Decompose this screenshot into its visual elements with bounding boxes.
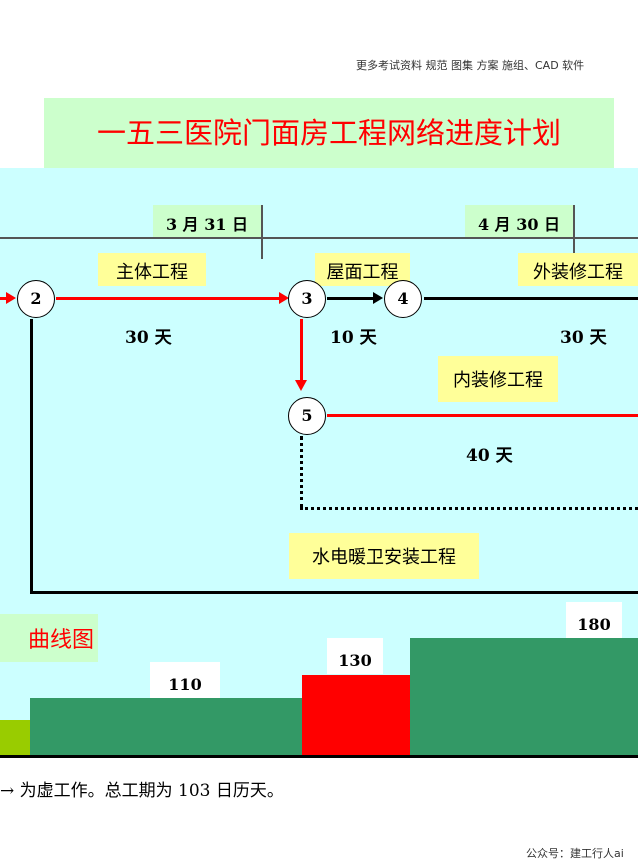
legend-note: → 为虚工作。总工期为 103 日历天。 bbox=[0, 781, 284, 801]
chart-bar-2 bbox=[30, 698, 302, 756]
date-marker-2: 4 月 30 日 bbox=[465, 205, 573, 237]
arrowhead-3-5 bbox=[295, 380, 307, 391]
page-title: 一五三医院门面房工程网络进度计划 bbox=[96, 116, 561, 150]
chart-bar-label-3: 130 bbox=[327, 638, 383, 674]
node-2: 2 bbox=[17, 280, 55, 318]
arrowhead-3-4 bbox=[373, 292, 383, 304]
arrow-line-4-out bbox=[424, 297, 638, 300]
node-5: 5 bbox=[288, 397, 326, 435]
activity-label-main-structure: 主体工程 bbox=[98, 253, 206, 286]
dummy-line-5-down bbox=[300, 436, 303, 508]
chart-bar-1 bbox=[0, 720, 30, 756]
duration-roof: 10 天 bbox=[330, 328, 377, 348]
arrow-line-3-5 bbox=[300, 319, 303, 381]
arrow-line-3-4 bbox=[327, 297, 373, 300]
arrow-line-into-2 bbox=[0, 297, 6, 300]
chart-bar-label-2: 110 bbox=[150, 662, 220, 698]
node-4: 4 bbox=[384, 280, 422, 318]
chart-title: 曲线图 bbox=[0, 614, 98, 662]
arrowhead-into-2 bbox=[6, 292, 16, 304]
node-3: 3 bbox=[288, 280, 326, 318]
timeline-axis bbox=[0, 237, 638, 239]
arrowhead-2-3 bbox=[279, 292, 289, 304]
date-tick-2 bbox=[573, 205, 575, 259]
date-marker-1: 3 月 31 日 bbox=[153, 205, 261, 237]
top-note: 更多考试资料 规范 图集 方案 施组、CAD 软件 bbox=[356, 59, 585, 72]
dummy-line-5-right bbox=[300, 507, 638, 510]
arrow-line-mep bbox=[30, 591, 638, 594]
activity-label-mep: 水电暖卫安装工程 bbox=[289, 533, 479, 579]
duration-main-structure: 30 天 bbox=[125, 328, 172, 348]
chart-bar-label-4: 180 bbox=[566, 602, 622, 638]
arrow-line-2-down bbox=[30, 319, 33, 594]
duration-exterior-finish: 30 天 bbox=[560, 328, 607, 348]
arrow-line-2-3 bbox=[56, 297, 280, 300]
footer-note: 公众号：建工行人ai bbox=[526, 847, 624, 860]
activity-label-exterior-finish: 外装修工程 bbox=[518, 253, 638, 286]
chart-bar-3 bbox=[302, 675, 410, 756]
arrow-line-5-out bbox=[327, 414, 638, 417]
activity-label-interior-finish: 内装修工程 bbox=[438, 356, 558, 402]
duration-interior-finish: 40 天 bbox=[466, 446, 513, 466]
chart-baseline bbox=[0, 755, 638, 758]
date-tick-1 bbox=[261, 205, 263, 259]
chart-bar-4 bbox=[410, 638, 638, 756]
title-banner bbox=[44, 98, 614, 168]
activity-label-roof: 屋面工程 bbox=[315, 253, 410, 286]
